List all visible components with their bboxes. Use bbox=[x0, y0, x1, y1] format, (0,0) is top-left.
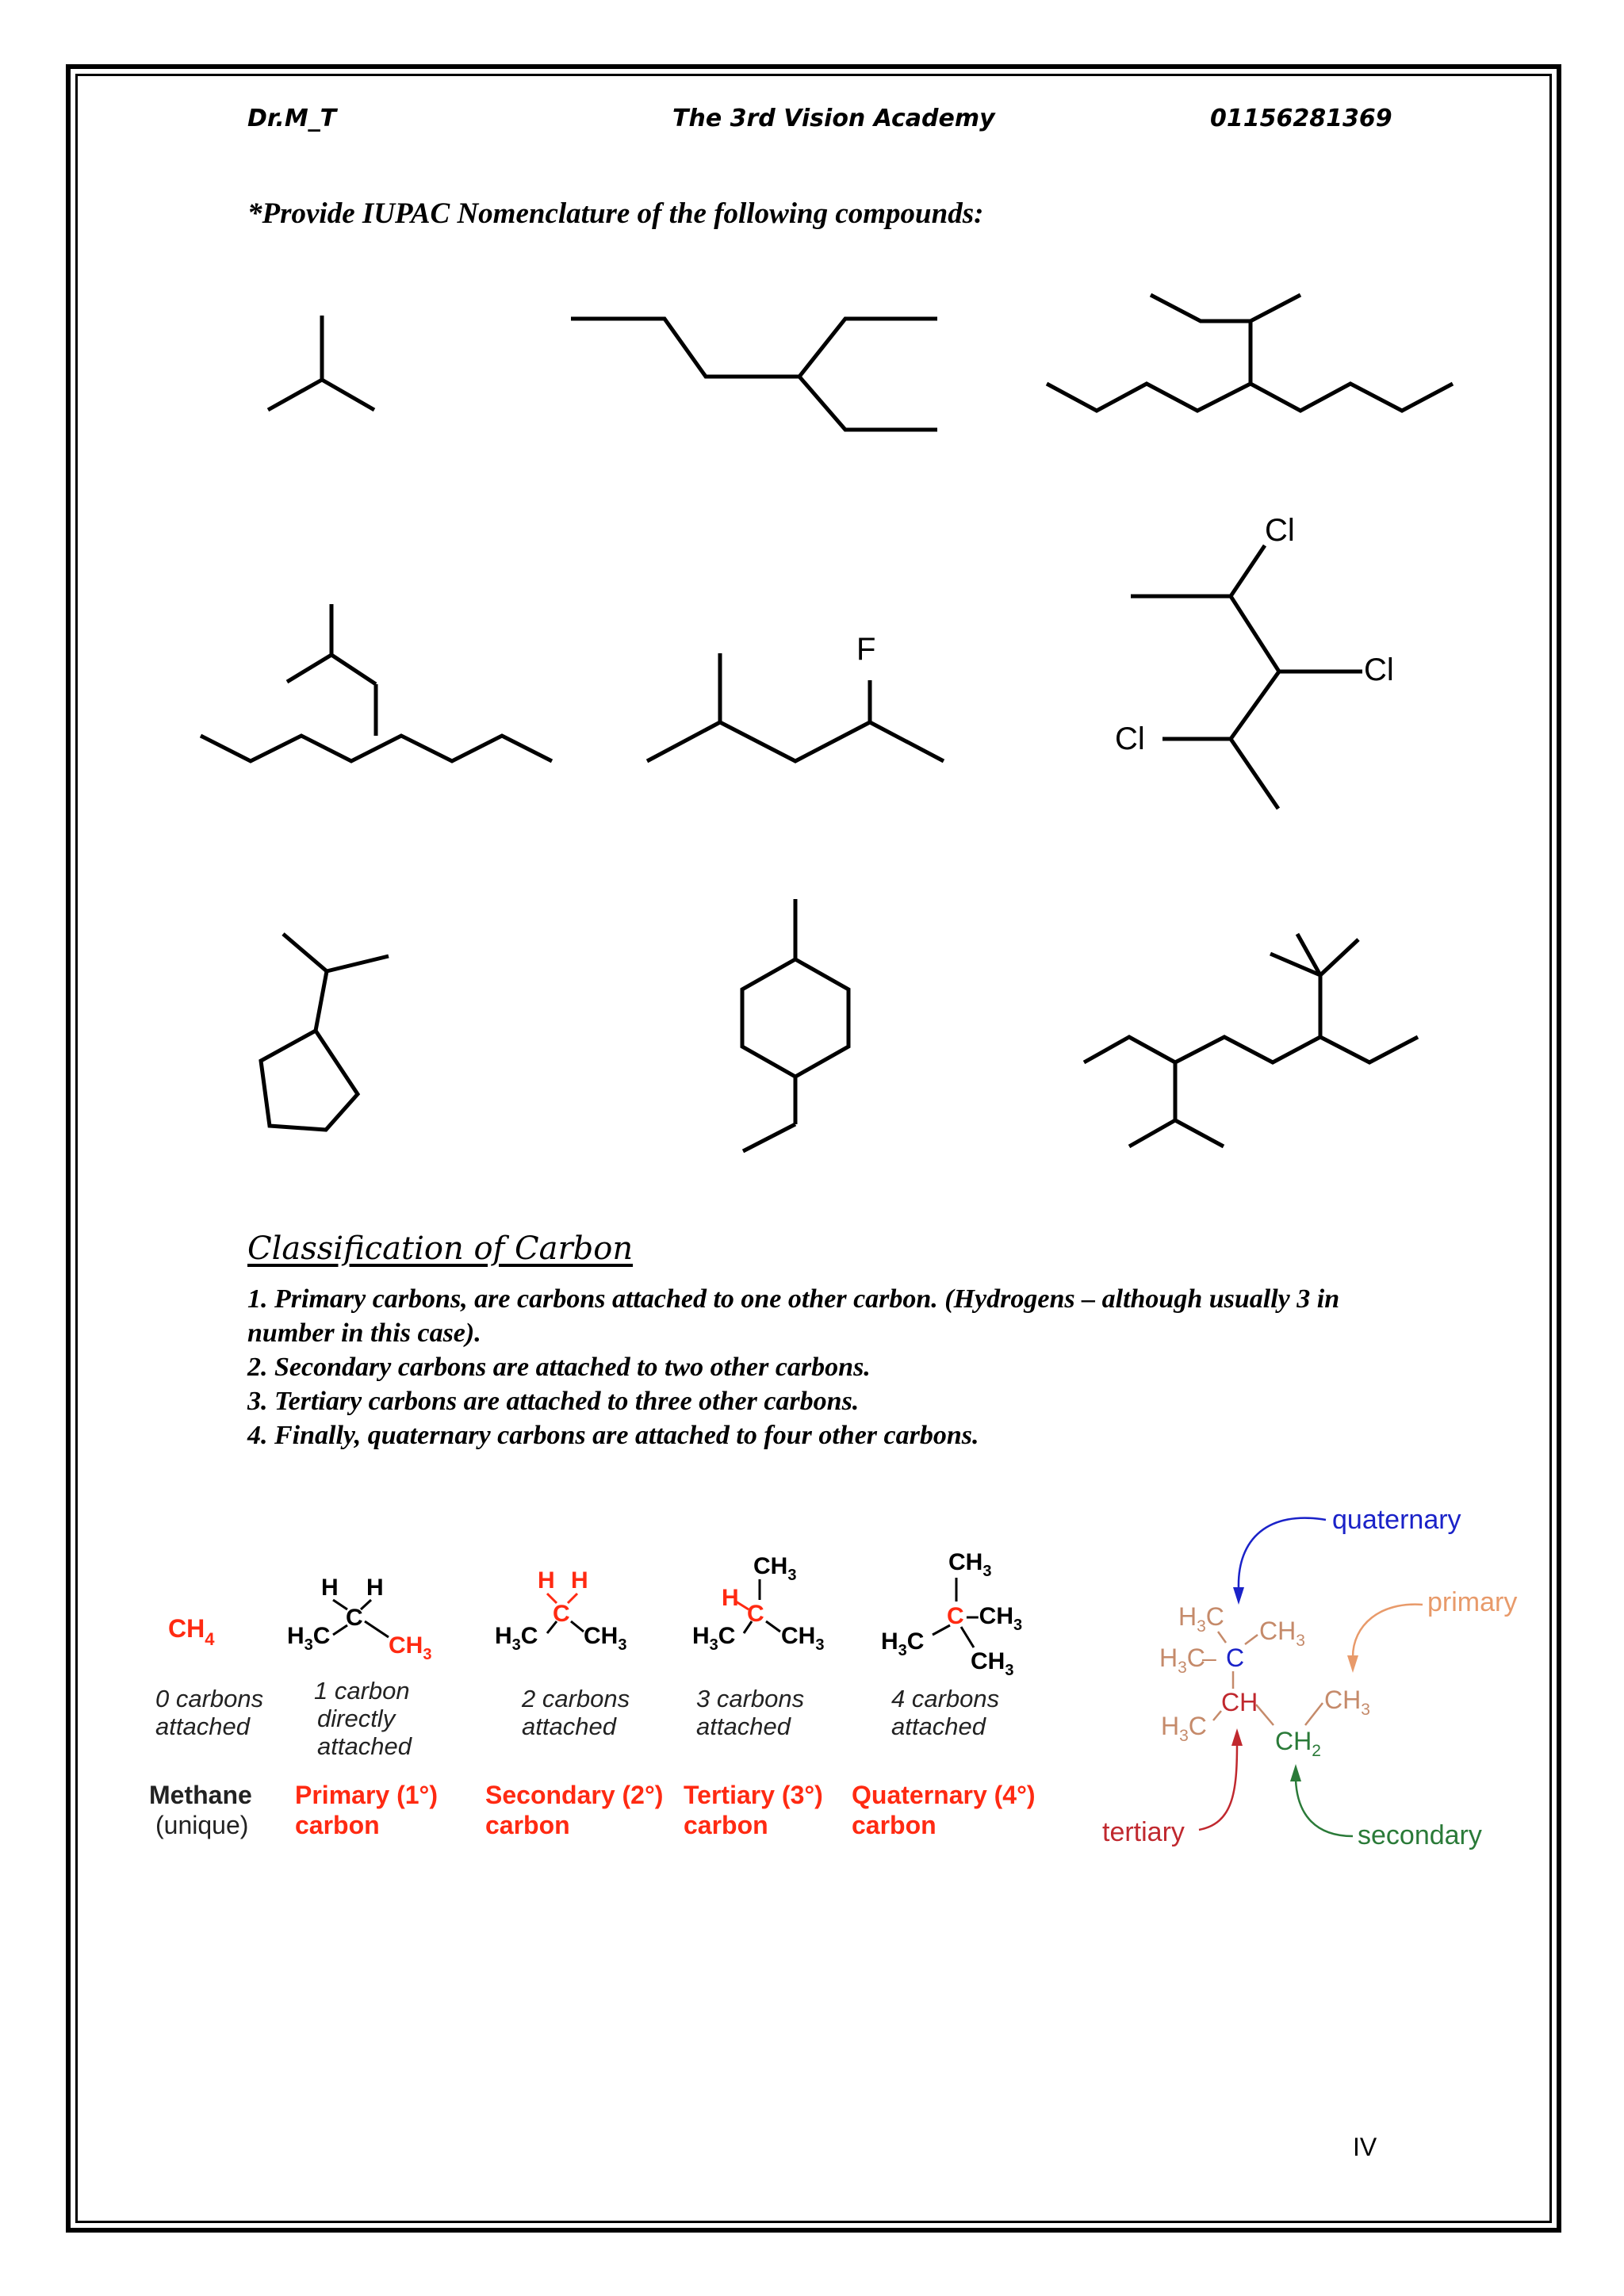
primary-column: H H H3C C CH3 1 carbon directly attached… bbox=[287, 1575, 438, 1839]
header-academy: The 3rd Vision Academy bbox=[672, 105, 995, 132]
primary-name: Primary (1°) bbox=[295, 1781, 438, 1809]
secondary-name-2: carbon bbox=[485, 1811, 570, 1839]
structure-1-isobutane bbox=[266, 316, 376, 412]
methane-column: CH4 0 carbons attached Methane (unique) bbox=[149, 1614, 263, 1839]
secondary-desc-2: attached bbox=[522, 1712, 618, 1740]
secondary-h1: H bbox=[538, 1567, 555, 1594]
secondary-desc-1: 2 carbons bbox=[521, 1685, 630, 1712]
chlorine-label-top: Cl bbox=[1265, 513, 1295, 548]
ex-quaternary-c: C bbox=[1226, 1644, 1244, 1672]
tertiary-desc-1: 3 carbons bbox=[696, 1685, 804, 1712]
primary-h2: H bbox=[366, 1575, 384, 1601]
quaternary-column: CH3 C –CH3 H3C CH3 4 carbons attached Qu… bbox=[852, 1549, 1036, 1839]
classification-rule-4: 4. Finally, quaternary carbons are attac… bbox=[247, 1421, 979, 1450]
methane-subscript: 4 bbox=[205, 1629, 215, 1649]
secondary-center-c: C bbox=[553, 1601, 570, 1627]
structure-9 bbox=[1082, 932, 1419, 1149]
tertiary-name-2: carbon bbox=[684, 1811, 768, 1839]
tertiary-column: CH3 H C H3C CH3 3 carbons attached Terti… bbox=[684, 1553, 824, 1839]
header-phone: 01156281369 bbox=[1210, 105, 1392, 132]
secondary-column: H H C H3C CH3 2 carbons attached Seconda… bbox=[485, 1567, 663, 1839]
chlorine-label-right: Cl bbox=[1364, 652, 1394, 687]
methane-name-2: (unique) bbox=[155, 1811, 248, 1839]
primary-h1: H bbox=[321, 1575, 339, 1601]
header-author: Dr.M_T bbox=[247, 105, 337, 132]
label-tertiary: tertiary bbox=[1102, 1817, 1185, 1847]
primary-name-2: carbon bbox=[295, 1811, 380, 1839]
carbon-classification-diagram: CH4 0 carbons attached Methane (unique) … bbox=[149, 1505, 1517, 1850]
tertiary-h3c: H3C bbox=[692, 1623, 735, 1654]
ex-secondary-ch2: CH2 bbox=[1275, 1727, 1321, 1760]
quaternary-desc-1: 4 carbons bbox=[891, 1685, 999, 1712]
primary-desc-1: 1 carbon bbox=[314, 1677, 410, 1705]
primary-ch3: CH3 bbox=[389, 1632, 431, 1663]
structure-3 bbox=[1045, 293, 1454, 413]
ex-h3c-top: H3C bbox=[1178, 1602, 1224, 1636]
label-quaternary: quaternary bbox=[1332, 1505, 1461, 1535]
svg-text:–: – bbox=[1202, 1644, 1216, 1672]
label-secondary: secondary bbox=[1358, 1820, 1482, 1850]
ex-h3c-bottom: H3C bbox=[1161, 1712, 1207, 1745]
secondary-h3c: H3C bbox=[495, 1623, 538, 1654]
page-number: IV bbox=[1353, 2133, 1377, 2161]
structure-7-cyclopentane bbox=[259, 932, 389, 1132]
methane-desc-1: 0 carbons bbox=[155, 1685, 263, 1712]
quaternary-ch3-right: –CH3 bbox=[966, 1603, 1022, 1634]
quaternary-ch3-bottom: CH3 bbox=[971, 1648, 1013, 1679]
classification-title: Classification of Carbon bbox=[247, 1230, 634, 1267]
methane-desc-2: attached bbox=[155, 1712, 251, 1740]
quaternary-name-2: carbon bbox=[852, 1811, 936, 1839]
svg-text:CH4: CH4 bbox=[168, 1614, 215, 1649]
primary-desc-2: directly bbox=[317, 1705, 397, 1732]
quaternary-name: Quaternary (4°) bbox=[852, 1781, 1036, 1809]
tertiary-name: Tertiary (3°) bbox=[684, 1781, 823, 1809]
classification-rule-2: 2. Secondary carbons are attached to two… bbox=[247, 1353, 871, 1382]
structure-4 bbox=[199, 604, 553, 763]
fluorine-label: F bbox=[856, 632, 875, 667]
quaternary-h3c: H3C bbox=[881, 1628, 924, 1659]
structure-5-fluoro: F bbox=[645, 632, 945, 763]
ex-ch3-right: CH3 bbox=[1324, 1686, 1370, 1719]
tertiary-center-c: C bbox=[747, 1601, 764, 1627]
primary-desc-3: attached bbox=[317, 1732, 413, 1760]
page-border-outer bbox=[66, 64, 1561, 2233]
ex-ch3-top: CH3 bbox=[1259, 1617, 1305, 1650]
labeled-example: H3C CH3 H3C – C CH H3C CH2 CH3 quaternar… bbox=[1102, 1505, 1517, 1850]
quaternary-center-c: C bbox=[947, 1603, 964, 1629]
quaternary-desc-2: attached bbox=[891, 1712, 987, 1740]
primary-center-c: C bbox=[346, 1605, 363, 1631]
ex-h3c-left: H3C bbox=[1159, 1644, 1205, 1677]
methane-name: Methane bbox=[149, 1781, 252, 1809]
skeletal-structures: F Cl Cl Cl bbox=[199, 293, 1454, 1154]
structure-6-trichloro: Cl Cl Cl bbox=[1115, 513, 1394, 810]
classification-rule-3: 3. Tertiary carbons are attached to thre… bbox=[247, 1387, 860, 1416]
tertiary-h: H bbox=[722, 1585, 739, 1611]
primary-h3c: H3C bbox=[287, 1623, 330, 1654]
secondary-h2: H bbox=[571, 1567, 588, 1594]
chlorine-label-left: Cl bbox=[1115, 721, 1145, 756]
instruction-text: *Provide IUPAC Nomenclature of the follo… bbox=[247, 197, 984, 230]
structure-8-cyclohexane bbox=[740, 899, 851, 1154]
label-primary: primary bbox=[1427, 1587, 1517, 1617]
page-border-inner bbox=[75, 74, 1552, 2223]
quaternary-ch3-top: CH3 bbox=[948, 1549, 991, 1580]
tertiary-desc-2: attached bbox=[696, 1712, 792, 1740]
methane-formula: CH bbox=[168, 1614, 205, 1643]
secondary-name: Secondary (2°) bbox=[485, 1781, 663, 1809]
classification-rule-1: 1. Primary carbons, are carbons attached… bbox=[247, 1284, 1340, 1348]
secondary-ch3: CH3 bbox=[584, 1623, 626, 1654]
structure-2 bbox=[571, 316, 937, 432]
tertiary-ch3-right: CH3 bbox=[781, 1623, 824, 1654]
ex-tertiary-ch: CH bbox=[1221, 1688, 1258, 1716]
